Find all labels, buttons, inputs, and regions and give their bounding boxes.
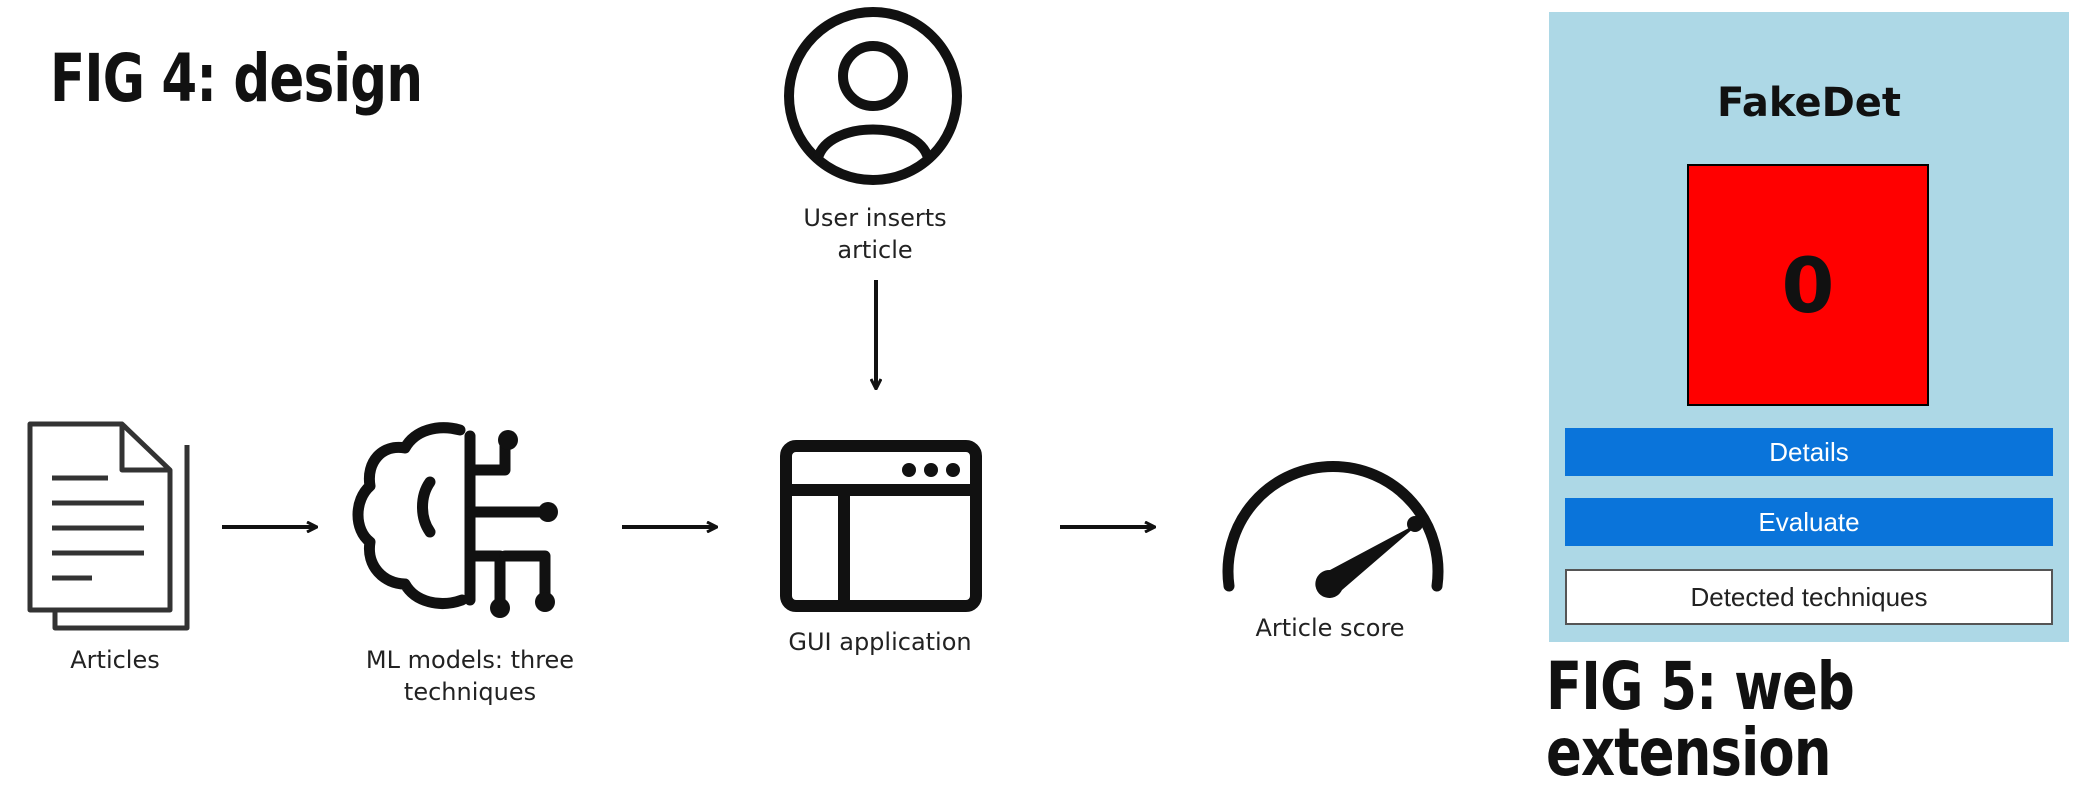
- articles-label: Articles: [70, 646, 160, 674]
- evaluate-button[interactable]: Evaluate: [1565, 498, 2053, 546]
- score-box: 0: [1687, 164, 1929, 406]
- speedometer-icon: [1222, 461, 1444, 598]
- details-button[interactable]: Details: [1565, 428, 2053, 476]
- score-value: 0: [1781, 240, 1835, 330]
- user-icon: [784, 7, 962, 185]
- figure-5-title: FIG 5: web extension: [1546, 648, 1855, 791]
- detected-techniques-button[interactable]: Detected techniques: [1565, 569, 2053, 625]
- extension-title: FakeDet: [1716, 80, 1902, 126]
- gui-application-label: GUI application: [788, 628, 972, 656]
- brain-circuit-icon: [352, 422, 558, 618]
- web-extension-panel: FakeDet 0 Details Evaluate Detected tech…: [1549, 12, 2069, 642]
- browser-window-icon: [780, 440, 982, 612]
- document-icon: [27, 421, 190, 631]
- article-score-label: Article score: [1255, 614, 1405, 642]
- figure-4-title: FIG 4: design: [50, 40, 423, 117]
- user-inserts-article-label: User inserts article: [803, 204, 947, 264]
- ml-models-label: ML models: three techniques: [365, 646, 575, 706]
- design-diagram: [27, 7, 1444, 631]
